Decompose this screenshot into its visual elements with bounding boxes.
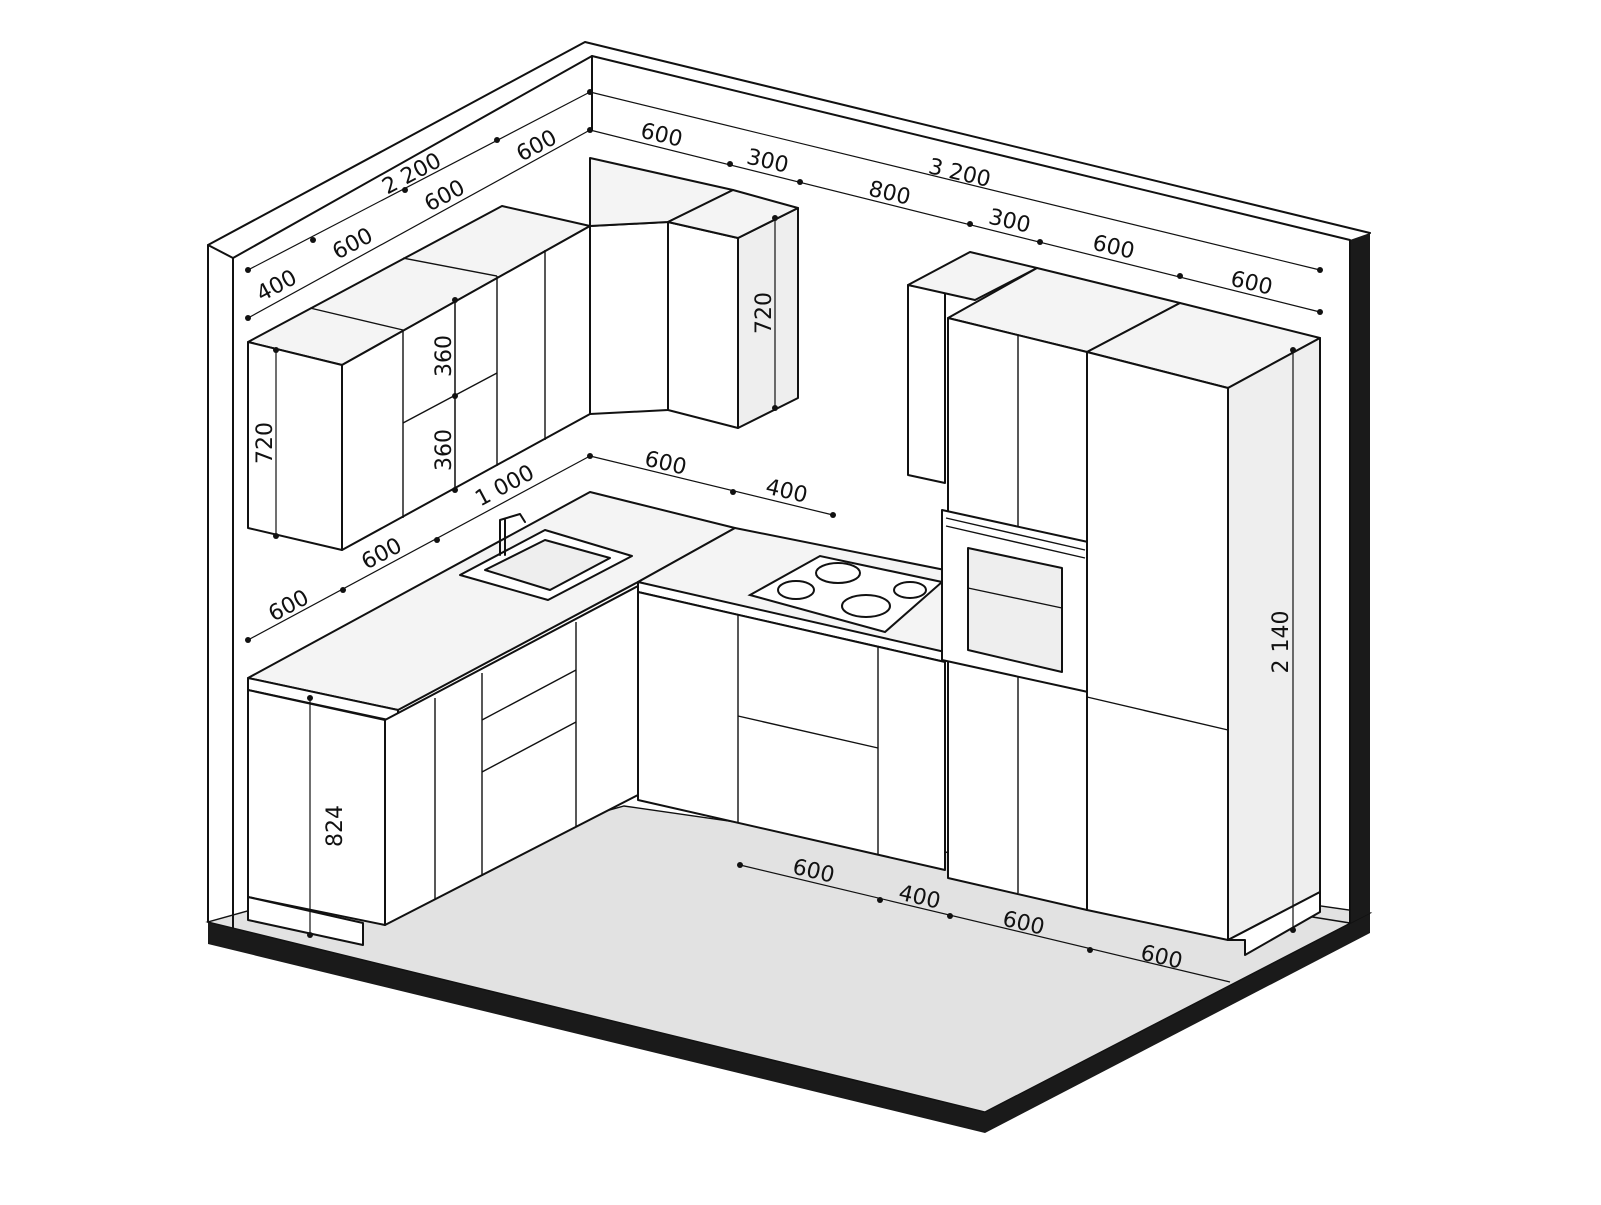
- dim-label: 600: [421, 175, 470, 217]
- burner-icon: [777, 580, 815, 600]
- plinth: [247, 896, 364, 946]
- tall-units: [907, 251, 1321, 956]
- dim-label: 824: [323, 805, 348, 847]
- dim-label: 800: [866, 177, 913, 211]
- top-seam: [309, 307, 404, 331]
- dim-label: 400: [763, 475, 810, 509]
- dim-label: 600: [513, 125, 562, 167]
- left-wall-cap: [207, 244, 234, 259]
- right-upper-front: [667, 221, 739, 429]
- drawer-line: [481, 669, 577, 721]
- dim-label: 600: [358, 533, 407, 575]
- right-wall-edge: [1350, 233, 1370, 923]
- dim-label: 600: [638, 119, 685, 153]
- dim-label: 600: [265, 585, 314, 627]
- oven-handle: [945, 525, 1086, 559]
- dimension-lines: [245, 89, 1323, 983]
- left-base-end-panel: [247, 689, 386, 926]
- floor-slab-left-edge: [208, 922, 985, 1133]
- burner-icon: [841, 594, 891, 618]
- drawer-line: [481, 721, 577, 773]
- burner-icon: [893, 581, 927, 599]
- dim-label: 360: [432, 429, 457, 471]
- dim-label: 300: [986, 205, 1033, 239]
- dim-ticks: [245, 89, 1323, 953]
- corner-upper-front: [589, 221, 669, 415]
- left-wall-outline: [207, 41, 1371, 923]
- faucet-icon: [499, 513, 526, 556]
- dim-label: 600: [1228, 267, 1275, 301]
- fridge-front: [1086, 351, 1229, 941]
- burner-icon: [815, 562, 861, 584]
- dim-label: 720: [253, 422, 278, 464]
- fridge-split: [1086, 696, 1229, 731]
- oven-divider: [967, 587, 1063, 609]
- back-base-cabinets: [637, 527, 946, 871]
- left-upper-cabinets: [247, 157, 799, 551]
- right-upper-top: [667, 189, 799, 239]
- dim-label: 600: [642, 447, 689, 481]
- dim-label: 720: [752, 292, 777, 334]
- oven-window: [967, 547, 1063, 673]
- dim-label: 3 200: [926, 154, 993, 193]
- back-base-front: [637, 591, 946, 871]
- dim-label: 400: [253, 265, 302, 307]
- upper-door-split: [402, 372, 498, 424]
- dim-label: 360: [432, 335, 457, 377]
- dim-label: 2 140: [1269, 611, 1294, 674]
- dim-label: 600: [1090, 231, 1137, 265]
- drawer-line: [737, 715, 879, 749]
- sink-bowl: [484, 539, 611, 591]
- top-seam: [402, 257, 498, 277]
- back-wall-inner: [591, 55, 1351, 924]
- side-upper-front: [907, 284, 946, 484]
- floor-slab-right-edge: [985, 913, 1370, 1133]
- room-shell: [205, 41, 1373, 1133]
- dim-label: 300: [744, 145, 791, 179]
- tall-plinth: [1227, 891, 1321, 956]
- oven-handle: [945, 517, 1086, 551]
- left-base-cabinets: [247, 491, 736, 946]
- dim-label: 600: [329, 223, 378, 265]
